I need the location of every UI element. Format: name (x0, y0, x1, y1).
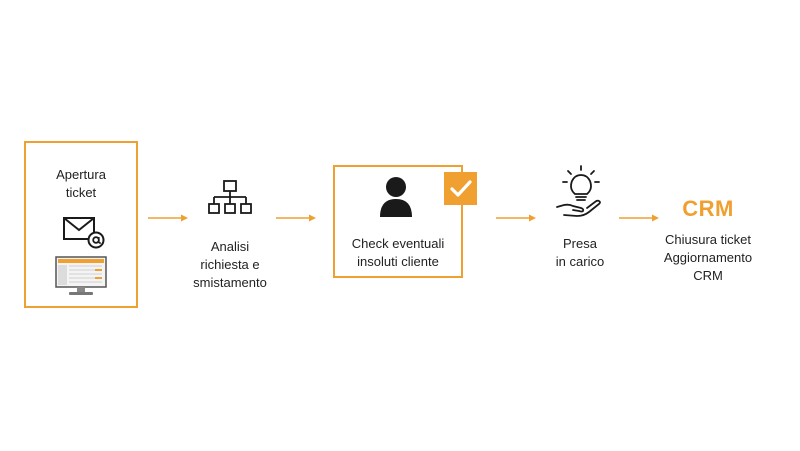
step-presa-in-carico-label: Presa in carico (555, 236, 605, 269)
hierarchy-icon (208, 180, 252, 214)
flow-arrow-4 (619, 214, 659, 222)
monitor-icon (55, 256, 107, 295)
checkmark-badge-icon (444, 172, 477, 205)
step-chiusura-label: Chiusura ticket Aggiornamento CRM (663, 232, 753, 283)
email-at-icon (63, 217, 105, 249)
step-analisi-label: Analisi richiesta e smistamento (193, 239, 267, 290)
flow-arrow-2 (276, 214, 316, 222)
crm-logo: CRM (682, 196, 734, 221)
flow-arrow-3 (496, 214, 536, 222)
step-apertura-ticket-label: Apertura ticket (56, 167, 106, 200)
lightbulb-hand-icon (556, 165, 601, 217)
user-icon (380, 177, 412, 217)
flow-arrow-1 (148, 214, 188, 222)
step-check-insoluti-label: Check eventuali insoluti cliente (351, 236, 445, 269)
